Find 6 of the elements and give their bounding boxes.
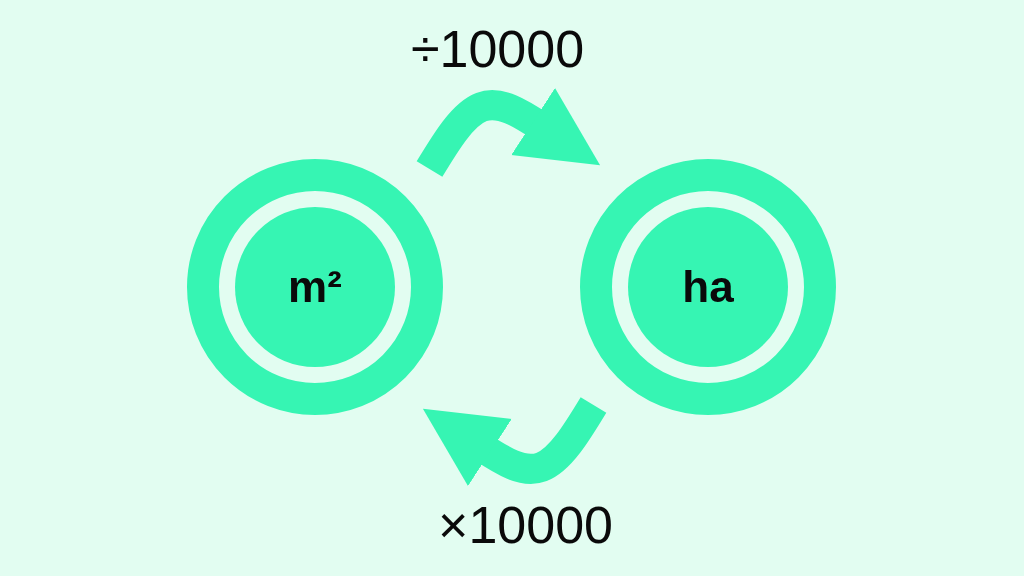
edge-label: ÷10000 [410, 23, 585, 75]
unit-label: m² [288, 262, 342, 312]
unit-ring [580, 159, 836, 415]
unit-ring [187, 159, 443, 415]
unit-label: ha [682, 262, 734, 312]
edge-label: ×10000 [438, 499, 613, 551]
